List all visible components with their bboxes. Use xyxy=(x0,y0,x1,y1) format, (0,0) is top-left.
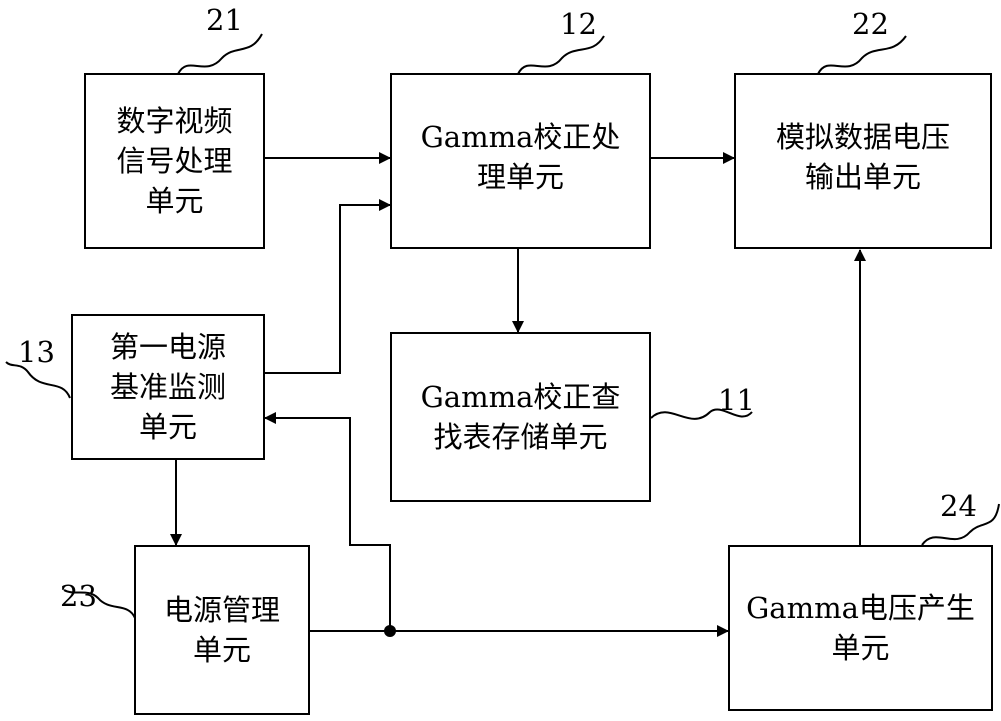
block-power-monitor: 第一电源 基准监测 单元 xyxy=(71,314,265,460)
junction-dot xyxy=(384,625,396,637)
block-label: Gamma校正处 理单元 xyxy=(420,120,621,194)
block-gamma-lut: Gamma校正查 找表存储单元 xyxy=(390,332,651,502)
leader-24 xyxy=(921,503,1000,546)
arrow-feedback-to-monitor xyxy=(264,412,391,631)
ref-number-23: 23 xyxy=(60,579,97,613)
leader-21 xyxy=(177,33,263,75)
block-label: 第一电源 基准监测 单元 xyxy=(109,330,226,444)
ref-number-22: 22 xyxy=(852,7,889,41)
leader-23 xyxy=(63,589,136,619)
block-gamma-voltage: Gamma电压产生 单元 xyxy=(728,545,993,711)
block-label: 电源管理 单元 xyxy=(163,593,280,667)
ref-number-12: 12 xyxy=(560,7,597,41)
block-gamma-processing: Gamma校正处 理单元 xyxy=(390,73,651,249)
block-label: Gamma校正查 找表存储单元 xyxy=(420,380,621,454)
block-power-management: 电源管理 单元 xyxy=(134,545,310,715)
ref-number-24: 24 xyxy=(940,489,977,523)
leader-12 xyxy=(517,35,605,75)
arrow-monitor-to-gamma xyxy=(264,199,391,374)
ref-number-13: 13 xyxy=(18,335,55,369)
block-analog-output: 模拟数据电压 输出单元 xyxy=(734,73,992,249)
leader-22 xyxy=(817,35,907,75)
leader-13 xyxy=(5,361,71,399)
ref-number-21: 21 xyxy=(206,3,243,37)
block-label: Gamma电压产生 单元 xyxy=(746,591,975,665)
block-digital-video: 数字视频 信号处理 单元 xyxy=(84,73,265,249)
block-label: 数字视频 信号处理 单元 xyxy=(116,104,233,218)
ref-number-11: 11 xyxy=(718,383,755,417)
block-label: 模拟数据电压 输出单元 xyxy=(775,120,950,194)
leader-11 xyxy=(650,408,753,420)
